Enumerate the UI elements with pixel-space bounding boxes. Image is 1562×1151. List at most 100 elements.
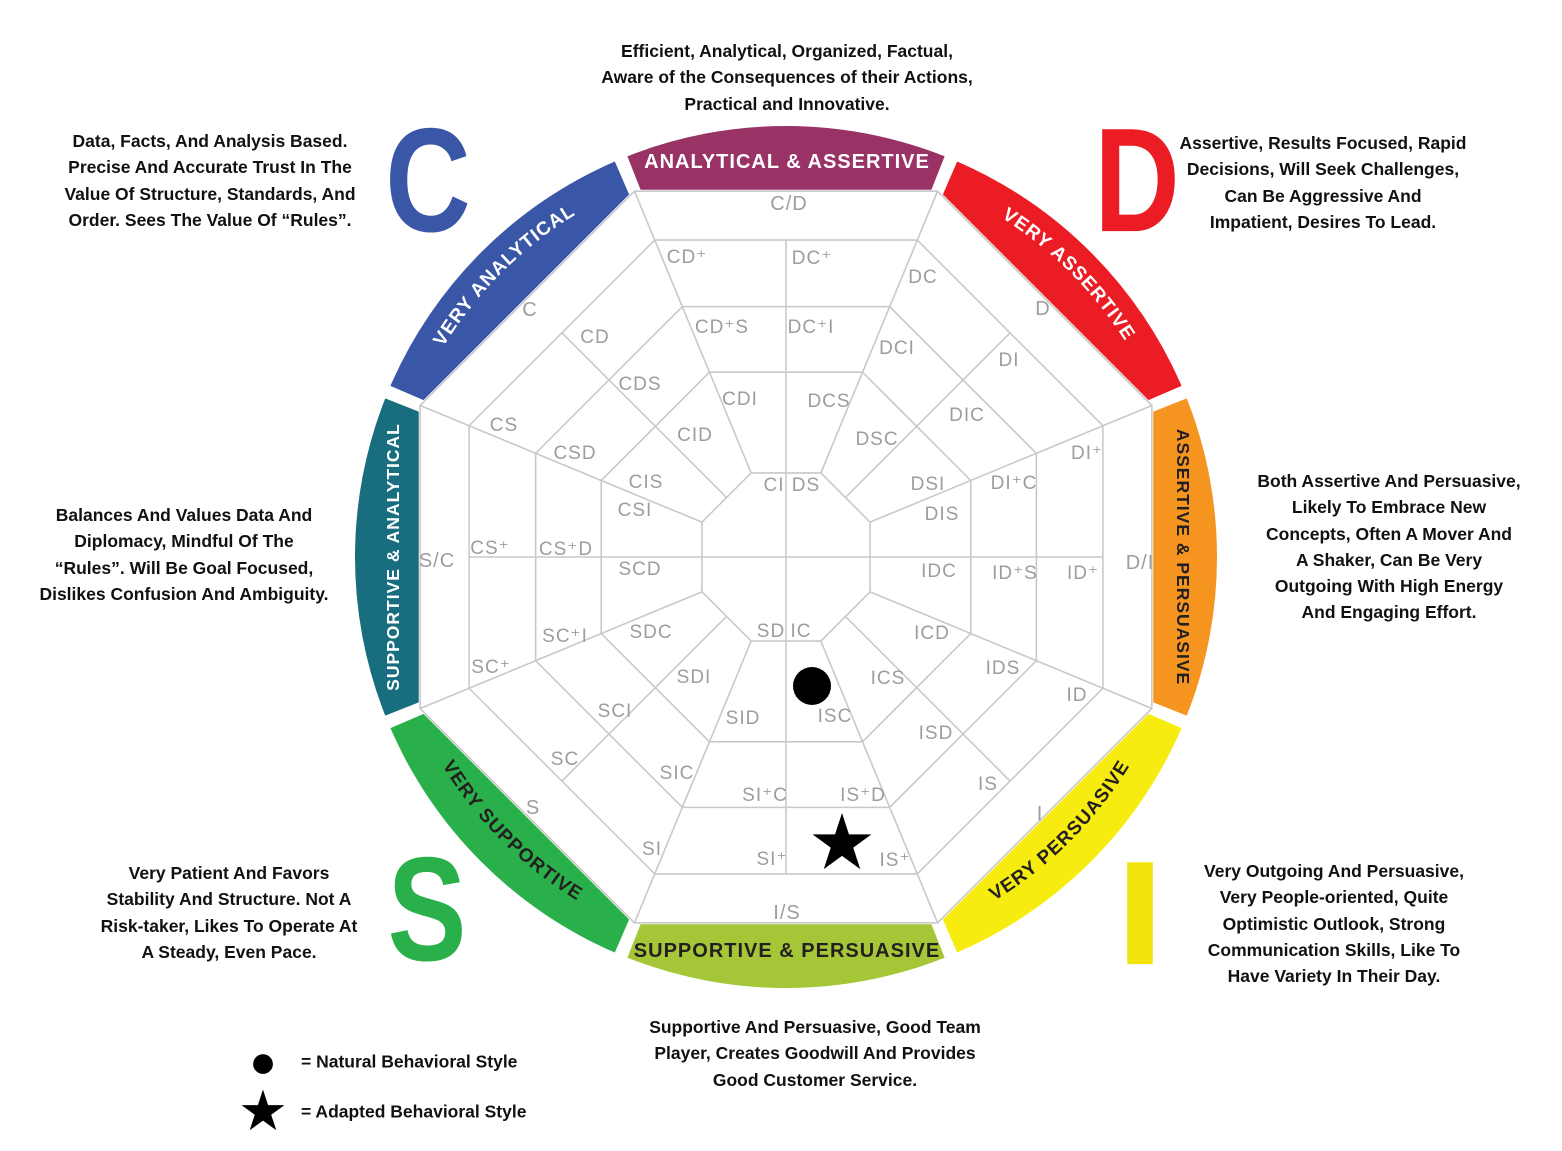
wheel-cell-label: DI⁺C [991, 473, 1038, 494]
wheel-cell-label: CD [580, 327, 609, 348]
wheel-cell-label: CDS [618, 374, 661, 395]
wheel-cell-label: IDS [986, 658, 1021, 679]
wheel-spoke [869, 591, 1153, 710]
wheel-cell-label: SC⁺I [542, 626, 588, 647]
band-label-assertive-persuasive: ASSERTIVE & PERSUASIVE [1173, 429, 1193, 685]
wheel-spoke [820, 190, 939, 474]
band-very-assertive [942, 161, 1182, 401]
wheel-cell-label: C/D [770, 193, 807, 215]
wheel-cell-label: SI⁺ [757, 849, 788, 870]
description-c-quadrant: Data, Facts, And Analysis Based. Precise… [64, 131, 356, 230]
natural-style-icon: ● [249, 1035, 277, 1087]
description-di-side: Both Assertive And Persuasive, Likely To… [1257, 471, 1521, 623]
wheel-cell-label: ISD [919, 723, 954, 744]
wheel-cell-label: CS⁺ [470, 538, 509, 559]
wheel-cell-label: I [1037, 803, 1044, 825]
letter-s: S [387, 827, 467, 993]
wheel-spoke [419, 404, 703, 523]
natural-style-label: = Natural Behavioral Style [301, 1051, 518, 1072]
band-assertive-persuasive [1153, 398, 1217, 716]
wheel-cell-label: DCI [879, 338, 915, 359]
description-d-quadrant: Assertive, Results Focused, Rapid Decisi… [1179, 133, 1467, 232]
wheel-cell-label: CDI [722, 389, 758, 410]
description-sc-side: Balances And Values Data And Diplomacy, … [39, 505, 329, 604]
band-very-persuasive [942, 713, 1182, 953]
wheel-cell-label: DC⁺ [792, 248, 832, 269]
letter-i: I [1115, 831, 1165, 997]
wheel-cell-label: CS⁺D [539, 539, 593, 560]
wheel-cell-label: CID [677, 425, 713, 446]
wheel-cell-label: DI [999, 350, 1020, 371]
wheel-cell-label: ID [1067, 685, 1088, 706]
wheel-cell-label: IDC [921, 561, 957, 582]
wheel-spoke [633, 640, 752, 924]
wheel-cell-label: IS⁺ [880, 850, 911, 871]
wheel-cell-label: SDI [677, 667, 712, 688]
wheel-cell-label: ID⁺S [992, 563, 1038, 584]
wheel-spoke [419, 591, 703, 710]
wheel-cell-label: CSD [553, 443, 596, 464]
description-bottom-is: Supportive And Persuasive, Good Team Pla… [649, 1017, 981, 1090]
adapted-style-marker [812, 813, 872, 870]
band-supportive-persuasive [627, 924, 945, 988]
wheel-cell-label: SIC [660, 763, 695, 784]
wheel-cell-label: S [526, 797, 540, 819]
wheel-cell-label: CI [764, 475, 785, 496]
letter-d: D [1094, 98, 1180, 264]
wheel-spoke [844, 332, 1011, 499]
band-very-supportive [390, 713, 630, 953]
wheel-spoke [844, 615, 1011, 782]
wheel-cell-label: SD [757, 621, 785, 642]
wheel-spoke [869, 404, 1153, 523]
wheel-cell-label: SI⁺C [742, 785, 788, 806]
wheel-cell-label: CIS [629, 472, 664, 493]
wheel-cell-label: ISC [818, 706, 853, 727]
wheel-cell-label: IC [791, 621, 812, 642]
description-s-quadrant: Very Patient And Favors Stability And St… [100, 863, 358, 962]
wheel-spoke [820, 640, 939, 924]
wheel-cell-label: D/I [1126, 552, 1155, 574]
wheel-cell-label: I/S [773, 902, 800, 924]
band-label-supportive-analytical: SUPPORTIVE & ANALYTICAL [383, 423, 403, 691]
wheel-cell-label: CD⁺S [695, 317, 749, 338]
wheel-cell-label: CS [490, 415, 518, 436]
wheel-cell-label: S/C [419, 550, 455, 572]
adapted-style-label: = Adapted Behavioral Style [301, 1101, 527, 1122]
wheel-cell-label: DC [908, 267, 937, 288]
wheel-cell-label: ID⁺ [1067, 563, 1099, 584]
wheel-cell-label: DSC [855, 429, 898, 450]
wheel-spoke [561, 615, 728, 782]
band-analytical-assertive [627, 126, 945, 190]
wheel-cell-label: CD⁺ [667, 247, 707, 268]
wheel-cell-label: DSI [911, 474, 946, 495]
wheel-cell-label: DIS [925, 504, 960, 525]
wheel-cell-label: SCI [598, 701, 633, 722]
description-i-quadrant: Very Outgoing And Persuasive, Very Peopl… [1204, 861, 1464, 986]
wheel-cell-label: ICD [914, 623, 950, 644]
band-label-very-analytical: VERY ANALYTICAL [429, 200, 578, 349]
description-top-cd: Efficient, Analytical, Organized, Factua… [601, 41, 973, 114]
wheel-cell-label: C [522, 299, 537, 321]
wheel-cell-label: SC⁺ [471, 657, 510, 678]
letter-c: C [385, 98, 471, 264]
wheel-cell-label: DI⁺ [1071, 443, 1103, 464]
wheel-cell-label: ICS [871, 668, 906, 689]
wheel-cell-label: SC [551, 749, 579, 770]
wheel-cell-label: CSI [618, 500, 653, 521]
wheel-cell-label: SCD [618, 559, 661, 580]
wheel-cell-label: DCS [807, 391, 850, 412]
wheel-cell-label: DIC [949, 405, 985, 426]
wheel-cell-label: SDC [629, 622, 672, 643]
band-very-analytical [390, 161, 630, 401]
wheel-cell-label: DC⁺I [788, 317, 835, 338]
natural-style-marker [793, 667, 831, 705]
band-label-analytical-assertive: ANALYTICAL & ASSERTIVE [644, 151, 930, 173]
wheel-cell-label: SI [642, 839, 662, 860]
adapted-style-icon: ★ [237, 1079, 289, 1142]
wheel-spoke [633, 190, 752, 474]
wheel-cell-label: IS [978, 774, 998, 795]
wheel-cell-label: D [1035, 298, 1050, 320]
band-supportive-analytical [355, 398, 419, 716]
